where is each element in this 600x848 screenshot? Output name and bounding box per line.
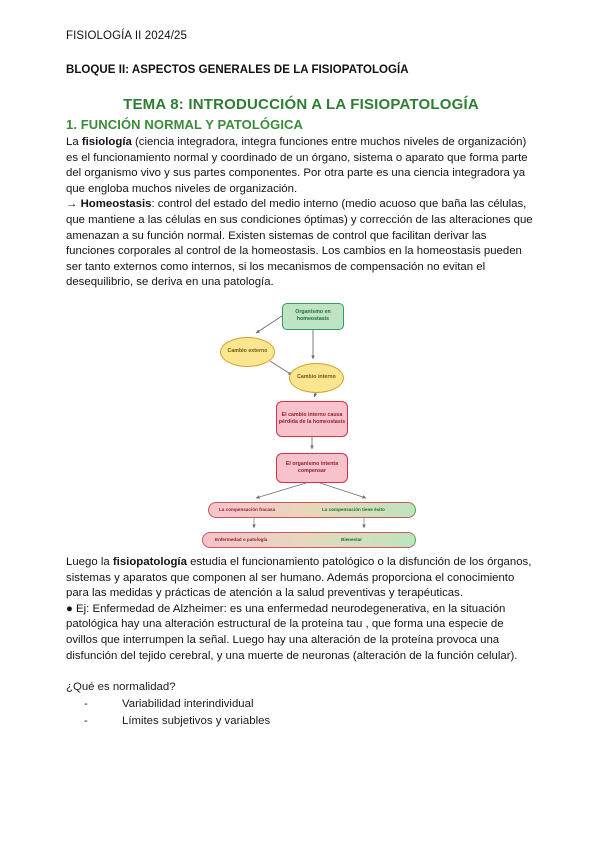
normalidad-question: ¿Qué es normalidad? bbox=[66, 681, 176, 694]
homeostasis-flow-diagram: Organismo en homeostasis Cambio externo … bbox=[194, 302, 424, 555]
diagram-connectors bbox=[252, 315, 367, 529]
fisiologia-lead: La bbox=[66, 136, 82, 148]
arrow-icon: → bbox=[66, 198, 81, 211]
paragraph-fisiologia: La fisiología (ciencia integradora, inte… bbox=[66, 135, 536, 197]
diagram-node-perdida-homeostasis: El cambio interno causa pérdida de la ho… bbox=[276, 400, 348, 437]
section-heading: 1. FUNCIÓN NORMAL Y PATOLÓGICA bbox=[66, 117, 304, 132]
fisiopatologia-rest: estudia el funcionamiento patológico o l… bbox=[66, 555, 532, 600]
normalidad-list: Variabilidad interindividual Límites sub… bbox=[66, 696, 536, 730]
diagram-band-outcomes: La compensación fracasa La compensación … bbox=[208, 501, 416, 518]
diagram-label-bienestar: Bienestar bbox=[341, 536, 362, 542]
tema-heading: TEMA 8: INTRODUCCIÓN A LA FISIOPATOLOGÍA bbox=[123, 96, 479, 113]
homeostasis-rest: : control del estado del medio interno (… bbox=[66, 198, 533, 289]
fisiologia-term: fisiología bbox=[81, 136, 132, 148]
diagram-band-results: Enfermedad o patología Bienestar bbox=[202, 531, 416, 548]
document-content: FISIOLOGÍA II 2024/25 BLOQUE II: ASPECTO… bbox=[66, 30, 536, 730]
fisiologia-rest: (ciencia integradora, integra funciones … bbox=[66, 136, 528, 195]
paragraph-homeostasis: → Homeostasis: control del estado del me… bbox=[66, 197, 536, 291]
diagram-node-homeostasis: Organismo en homeostasis bbox=[282, 302, 344, 330]
fisiopatologia-lead: Luego la bbox=[66, 555, 113, 568]
list-item: Variabilidad interindividual bbox=[84, 696, 536, 713]
paragraph-fisiopatologia: Luego la fisiopatología estudia el funci… bbox=[66, 555, 536, 602]
diagram-node-cambio-interno: Cambio interno bbox=[289, 362, 344, 393]
diagram-node-intenta-compensar: El organismo intenta compensar bbox=[276, 452, 348, 483]
homeostasis-term: Homeostasis bbox=[80, 198, 152, 211]
list-item: Límites subjetivos y variables bbox=[84, 713, 536, 730]
fisiopatologia-term: fisiopatología bbox=[112, 555, 187, 568]
diagram-label-compensacion-exito: La compensación tiene éxito bbox=[322, 506, 385, 512]
course-header: FISIOLOGÍA II 2024/25 bbox=[66, 30, 187, 42]
paragraph-ejemplo-alzheimer: ● Ej: Enfermedad de Alzheimer: es una en… bbox=[66, 602, 518, 662]
bloque-heading: BLOQUE II: ASPECTOS GENERALES DE LA FISI… bbox=[66, 64, 409, 76]
diagram-label-enfermedad: Enfermedad o patología bbox=[215, 536, 268, 542]
diagram-node-cambio-externo: Cambio externo bbox=[220, 336, 275, 367]
diagram-label-compensacion-fracasa: La compensación fracasa bbox=[219, 506, 276, 512]
